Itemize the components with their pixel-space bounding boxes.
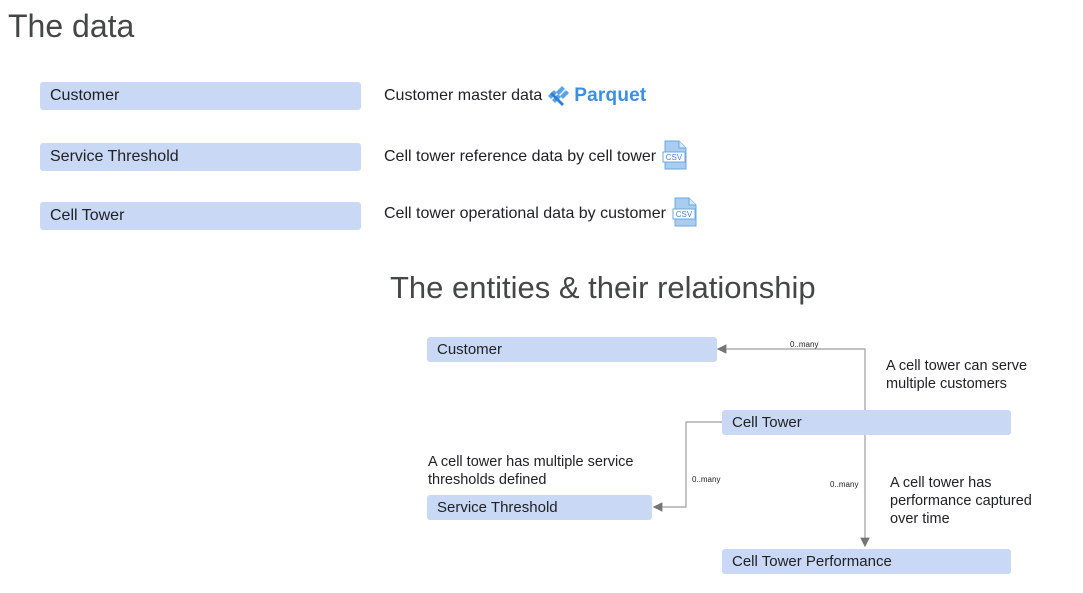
- data-row-description-customer: Customer master data Parquet: [384, 82, 646, 110]
- entity-box-service-threshold: Service Threshold: [40, 143, 361, 171]
- cardinality-label-threshold: 0..many: [692, 475, 721, 484]
- data-row-description-service-threshold: Cell tower reference data by cell tower …: [384, 140, 688, 171]
- parquet-logo-icon: Parquet: [546, 85, 646, 107]
- diagram-entity-service-threshold: Service Threshold: [427, 495, 652, 520]
- data-row-description-cell-tower: Cell tower operational data by customer …: [384, 197, 698, 232]
- diagram-entity-cell-tower-performance: Cell Tower Performance: [722, 549, 1011, 574]
- page-title: The data: [8, 8, 135, 44]
- description-text: Customer master data: [384, 87, 543, 104]
- connector-tower-customer: [716, 344, 866, 410]
- diagram-title: The entities & their relationship: [390, 270, 816, 305]
- svg-text:CSV: CSV: [666, 153, 683, 162]
- cardinality-label-performance: 0..many: [830, 480, 859, 489]
- note-customer-relationship: A cell tower can serve multiple customer…: [886, 358, 1028, 392]
- connector-tower-threshold: [652, 421, 722, 512]
- svg-text:CSV: CSV: [676, 210, 693, 219]
- entity-box-cell-tower: Cell Tower: [40, 202, 361, 230]
- description-text: Cell tower operational data by customer: [384, 205, 666, 222]
- csv-file-icon: CSV: [672, 197, 698, 232]
- entity-box-customer: Customer: [40, 82, 361, 110]
- cardinality-label-customer: 0..many: [790, 340, 819, 349]
- parquet-logo-text: Parquet: [574, 85, 647, 106]
- note-threshold-relationship: A cell tower has multiple service thresh…: [428, 454, 634, 488]
- note-performance-relationship: A cell tower has performance captured ov…: [890, 475, 1032, 527]
- diagram-entity-customer: Customer: [427, 337, 717, 362]
- description-text: Cell tower reference data by cell tower: [384, 148, 657, 165]
- diagram-entity-cell-tower: Cell Tower: [722, 410, 1011, 435]
- csv-file-icon: CSV: [662, 140, 688, 175]
